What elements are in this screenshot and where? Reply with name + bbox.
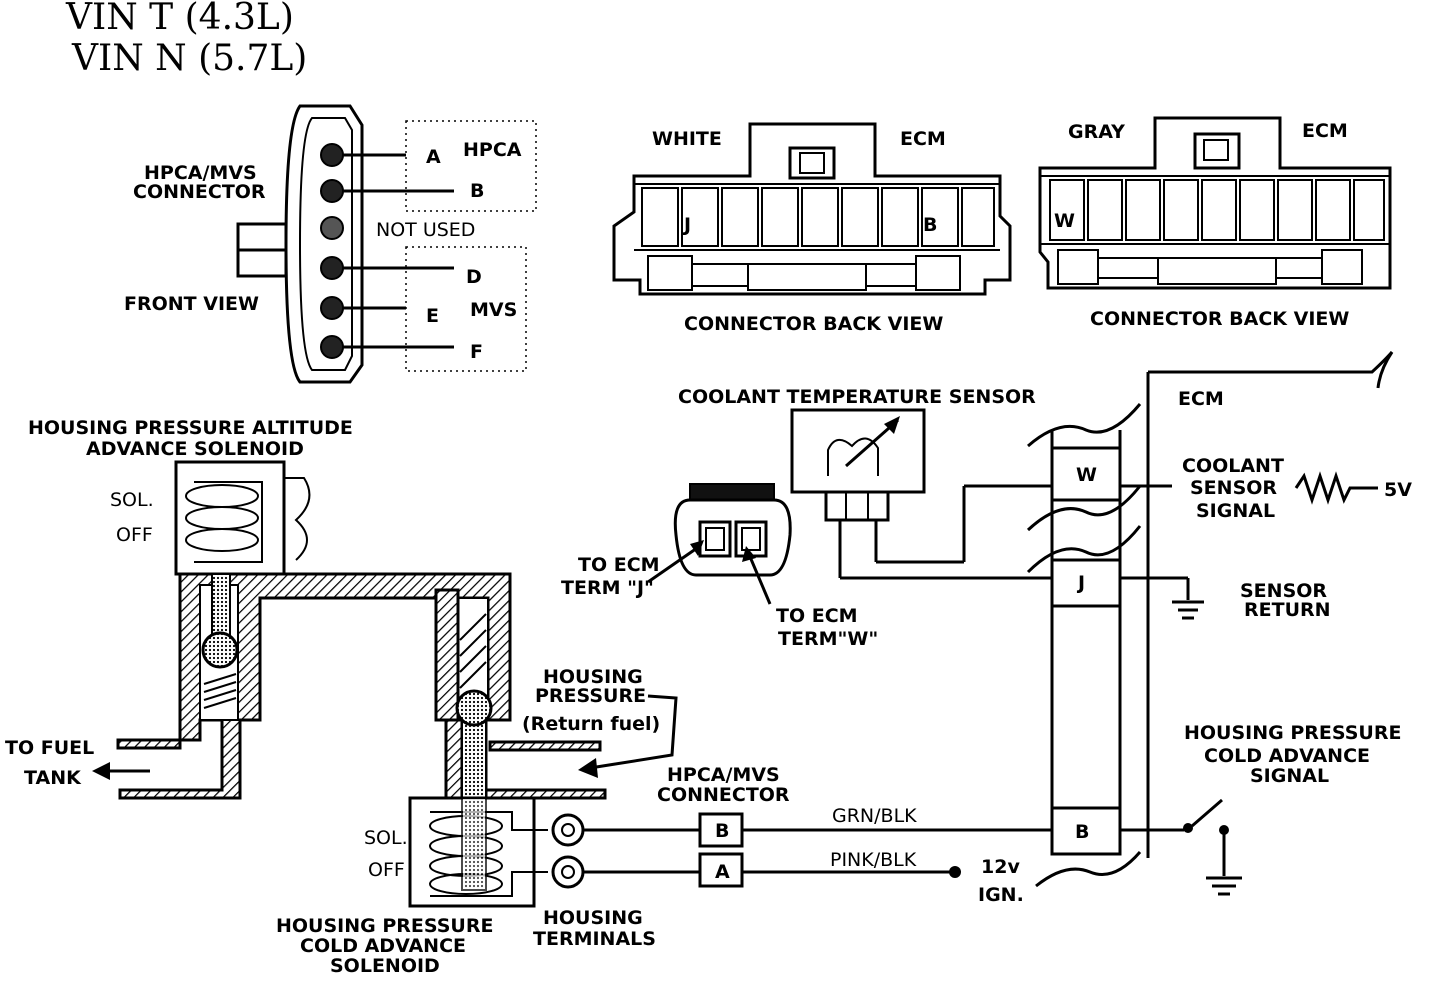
white-connector-cells [641,187,995,247]
cold-solenoid-title-2: COLD ADVANCE [300,935,466,957]
cold-off-label: OFF [368,859,405,881]
sensor-return-ground-icon [1172,600,1204,620]
housing-terminal-b [551,813,585,847]
harness-connector-label-1: HPCA/MVS [667,764,780,786]
coolant-signal-label-3: SIGNAL [1196,500,1275,522]
mvs-group-box [405,246,527,372]
white-connector-pin-b: B [923,214,937,236]
cold-advance-switch [1191,798,1223,828]
gray-ecm-connector [1038,116,1392,290]
white-ecm-connector [612,122,1012,296]
volts-5v-label: 5V [1384,479,1412,501]
pin-d [320,256,344,280]
cold-solenoid-title-3: SOLENOID [330,955,440,977]
housing-pressure-label-3: (Return fuel) [522,713,660,735]
front-view-label: FRONT VIEW [124,293,259,315]
hpca-mvs-front-connector [236,104,537,384]
fuel-passage-body [116,572,607,801]
gray-connector-cells [1049,179,1385,241]
harness-pin-a-box [698,852,744,888]
white-connector-view: CONNECTOR BACK VIEW [684,313,943,335]
to-ecm-w-label-2: TERM"W" [778,628,878,650]
to-ecm-w-label-1: TO ECM [776,605,858,627]
gray-connector-owner: ECM [1302,120,1348,142]
altitude-solenoid-title-1: HOUSING PRESSURE ALTITUDE [28,417,353,439]
coolant-sensor-title: COOLANT TEMPERATURE SENSOR [678,386,1036,408]
housing-pressure-label-1: HOUSING [543,666,643,688]
pin-f [320,335,344,359]
ecm-pin-b: B [1075,821,1089,843]
altitude-sol-label: SOL. [110,489,154,511]
altitude-off-label: OFF [116,524,153,546]
housing-terminal-a [551,855,585,889]
harness-pin-b: B [715,820,729,842]
sensor-connector [673,483,792,577]
mvs-group-label: MVS [470,299,517,321]
housing-pressure-arrow [589,694,678,770]
title-line-1: VIN T (4.3L) [65,0,294,38]
hp-signal-label-2: COLD ADVANCE [1204,745,1370,767]
hp-signal-label-1: HOUSING PRESSURE [1184,722,1401,744]
pin-label-not-used: NOT USED [376,219,475,241]
harness-connector-label-2: CONNECTOR [657,784,790,806]
white-connector-pin-j: J [682,214,691,236]
sensor-return-label-2: RETURN [1244,599,1331,621]
cold-solenoid-title-1: HOUSING PRESSURE [276,915,493,937]
sensor-return-label-1: SENSOR [1240,580,1327,602]
pin-label-b: B [470,180,484,202]
front-connector-name: HPCA/MVS [144,162,257,184]
housing-terminals-label-2: TERMINALS [533,928,656,950]
ecm-label: ECM [1178,388,1224,410]
pin-b [320,179,344,203]
altitude-solenoid-title-2: ADVANCE SOLENOID [86,438,304,460]
switch-ground-icon [1206,876,1242,896]
hpca-group-box [405,120,537,212]
hp-signal-label-3: SIGNAL [1250,765,1329,787]
ecm-block [1026,351,1394,888]
ecm-pin-j-box [1050,558,1122,608]
white-connector-owner: ECM [900,128,946,150]
pin-e [320,296,344,320]
to-ecm-j-label-2: TERM "J" [561,577,654,599]
pin-label-e: E [426,305,439,327]
pullup-resistor [1294,471,1378,505]
front-connector-name-2: CONNECTOR [133,181,266,203]
ecm-pin-w: W [1076,464,1097,486]
fuel-tank-label-1: TO FUEL [5,737,94,759]
to-ecm-j-label-1: TO ECM [578,554,660,576]
coolant-signal-label-2: SENSOR [1190,477,1277,499]
wire-pink-blk-label: PINK/BLK [830,849,917,871]
pin-label-d: D [466,266,482,288]
coolant-temperature-sensor [790,408,926,522]
fuel-tank-label-2: TANK [24,767,82,789]
hpca-group-label: HPCA [463,139,522,161]
cold-sol-label: SOL. [364,827,408,849]
pin-label-f: F [470,341,483,363]
altitude-solenoid [174,460,311,576]
ecm-pin-b-box [1050,806,1122,856]
housing-terminals-label-1: HOUSING [543,907,643,929]
pin-c [320,216,344,240]
pin-a [320,143,344,167]
coolant-signal-label-1: COOLANT [1182,455,1284,477]
connector-body [284,104,364,384]
title-line-2: VIN N (5.7L) [71,38,307,79]
gray-connector-color: GRAY [1068,121,1125,143]
harness-pin-a: A [715,861,730,883]
ecm-pin-w-box [1050,446,1122,502]
ign-label-1: 12v [981,856,1020,878]
wire-grn-blk-label: GRN/BLK [832,805,917,827]
pin-label-a: A [426,146,441,168]
gray-connector-view: CONNECTOR BACK VIEW [1090,308,1349,330]
white-connector-color: WHITE [652,128,722,150]
ign-label-2: IGN. [978,884,1024,906]
cold-advance-solenoid [408,796,585,908]
housing-pressure-label-2: PRESSURE [535,685,646,707]
gray-connector-pin-w: W [1054,210,1075,232]
ecm-pin-j: J [1076,572,1085,594]
